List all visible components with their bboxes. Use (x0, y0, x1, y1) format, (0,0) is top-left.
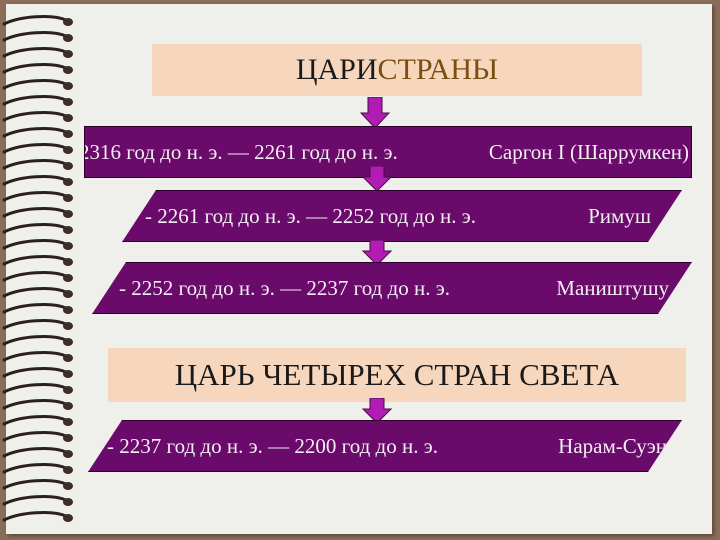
binding-hole (63, 146, 73, 154)
binding-coil (2, 447, 68, 458)
binding-hole (63, 290, 73, 298)
down-arrow-icon (360, 97, 390, 129)
binding-coil (2, 399, 68, 410)
binding-hole (63, 50, 73, 58)
binding-coil (2, 31, 68, 42)
binding-hole (63, 114, 73, 122)
binding-hole (63, 386, 73, 394)
binding-hole (63, 354, 73, 362)
title-box-kings: ЦАРИ СТРАНЫ (152, 44, 642, 96)
binding-coil (2, 431, 68, 442)
binding-coil (2, 287, 68, 298)
binding-hole (63, 402, 73, 410)
binding-hole (63, 34, 73, 42)
binding-hole (63, 194, 73, 202)
binding-coil (2, 383, 68, 394)
binding-hole (63, 162, 73, 170)
binding-hole (63, 18, 73, 26)
king-name: Римуш (588, 203, 651, 228)
reign-period: - 2261 год до н. э. — 2252 год до н. э. (145, 203, 476, 228)
binding-coil (2, 191, 68, 202)
binding-hole (63, 98, 73, 106)
down-arrow-icon (362, 166, 392, 192)
binding-hole (63, 130, 73, 138)
binding-hole (63, 466, 73, 474)
binding-coil (2, 319, 68, 330)
binding-coil (2, 47, 68, 58)
binding-hole (63, 306, 73, 314)
binding-coil (2, 415, 68, 426)
binding-coil (2, 175, 68, 186)
binding-coil (2, 511, 68, 522)
reign-period: 2316 год до н. э. — 2261 год до н. э. (84, 139, 398, 164)
title-kings-part1: ЦАРИ (295, 53, 378, 86)
binding-coil (2, 95, 68, 106)
binding-hole (63, 370, 73, 378)
binding-coil (2, 111, 68, 122)
binding-coil (2, 127, 68, 138)
binding-coil (2, 159, 68, 170)
binding-hole (63, 322, 73, 330)
king-name: Нарам-Суэн (558, 433, 667, 458)
binding-hole (63, 498, 73, 506)
binding-coil (2, 63, 68, 74)
binding-coil (2, 207, 68, 218)
binding-coil (2, 15, 68, 26)
binding-hole (63, 210, 73, 218)
binding-coil (2, 303, 68, 314)
binding-hole (63, 178, 73, 186)
down-arrow-icon (362, 240, 392, 266)
down-arrow-icon (362, 398, 392, 424)
reign-row-3: - 2252 год до н. э. — 2237 год до н. э. … (92, 262, 692, 314)
reign-period: - 2237 год до н. э. — 2200 год до н. э. (107, 433, 438, 458)
binding-coil (2, 367, 68, 378)
binding-coil (2, 479, 68, 490)
binding-hole (63, 274, 73, 282)
reign-row-1: 2316 год до н. э. — 2261 год до н. э. Са… (84, 126, 692, 178)
binding-coil (2, 79, 68, 90)
binding-coil (2, 463, 68, 474)
king-name: Саргон I (Шаррумкен) (488, 139, 689, 164)
binding-hole (63, 258, 73, 266)
binding-coil (2, 239, 68, 250)
binding-hole (63, 434, 73, 442)
binding-hole (63, 418, 73, 426)
binding-coil (2, 335, 68, 346)
binding-hole (63, 226, 73, 234)
binding-coil (2, 351, 68, 362)
binding-hole (63, 450, 73, 458)
binding-hole (63, 482, 73, 490)
title-kings-part2: СТРАНЫ (377, 53, 499, 86)
binding-hole (63, 242, 73, 250)
king-name: Маништушу (556, 275, 669, 300)
binding-hole (63, 66, 73, 74)
binding-coil (2, 223, 68, 234)
binding-hole (63, 338, 73, 346)
binding-coil (2, 143, 68, 154)
binding-hole (63, 82, 73, 90)
reign-row-4: - 2237 год до н. э. — 2200 год до н. э. … (88, 420, 682, 472)
binding-coil (2, 271, 68, 282)
title-box-four-quarters: ЦАРЬ ЧЕТЫРЕХ СТРАН СВЕТА (108, 348, 686, 402)
reign-row-2: - 2261 год до н. э. — 2252 год до н. э. … (122, 190, 682, 242)
binding-coil (2, 495, 68, 506)
binding-coil (2, 255, 68, 266)
reign-period: - 2252 год до н. э. — 2237 год до н. э. (119, 275, 450, 300)
binding-hole (63, 514, 73, 522)
spiral-binding (2, 15, 73, 522)
